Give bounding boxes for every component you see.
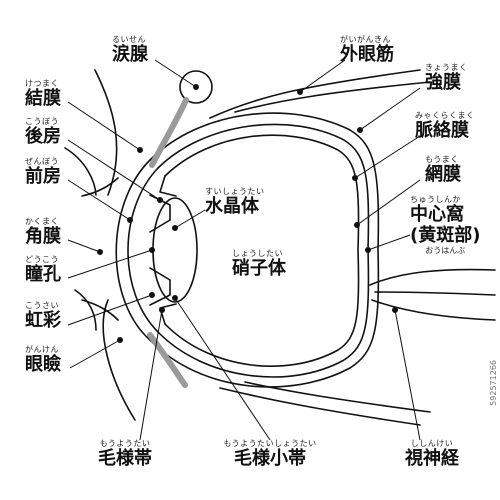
label-choroid: みゃくらくまく 脈絡膜 [415, 111, 475, 141]
cornea-inner [127, 167, 159, 333]
lower-eyelid-outline [102, 299, 136, 421]
optic-nerve-fibers [374, 291, 496, 296]
label-pupil: どうこう 瞳孔 [25, 255, 61, 285]
label-lens: すいしょうたい 水晶体 [205, 187, 265, 217]
upper-eyelid-outline [94, 69, 118, 196]
iris-lower [149, 267, 171, 306]
label-anterior-chamber: ぜんぼう 前房 [25, 157, 61, 187]
eyelid-inner [81, 177, 119, 197]
label-fovea: ちゅうしんか 中心窩 (黄斑部) おうはんぶ [410, 195, 481, 255]
label-ciliary-zonule: もうようたいしょうたい 毛様小帯 [223, 439, 317, 469]
extraocular-muscle-upper-2 [234, 81, 431, 113]
ciliary-body-lower [159, 303, 177, 325]
eyelid-inner-2 [81, 299, 119, 321]
label-retina: もうまく 網膜 [425, 155, 461, 185]
extraocular-muscle-lower-2 [244, 381, 431, 413]
label-cornea: かくまく 角膜 [25, 217, 61, 247]
label-iris: こうさい 虹彩 [25, 301, 61, 331]
label-lacrimal-gland: るいせん 涙腺 [112, 35, 148, 65]
label-extraocular-muscle: がいがんきん 外眼筋 [340, 35, 394, 65]
lacrimal-duct-lower [147, 332, 188, 388]
label-vitreous-body: しょうしたい 硝子体 [232, 249, 286, 279]
optic-nerve-bottom [371, 299, 496, 321]
eyelid-front-lower [74, 289, 97, 331]
label-optic-nerve: ししんけい 視神経 [405, 439, 459, 469]
label-conjunctiva: けつまく 結膜 [25, 79, 61, 109]
leader-lines [67, 59, 421, 441]
extraocular-muscle-upper [209, 69, 421, 119]
cornea-outline [115, 159, 151, 341]
label-ciliary-body: もうようたい 毛様帯 [98, 439, 152, 469]
label-sclera: きょうまく 強膜 [425, 63, 468, 93]
label-posterior-chamber: こうぼう 後房 [25, 117, 61, 147]
stock-image-id: 592571266 [489, 360, 498, 406]
optic-nerve-top [369, 268, 496, 286]
lacrimal-gland [179, 70, 213, 104]
label-eyelid: がんけん 眼瞼 [25, 345, 61, 375]
retina-outline [164, 134, 360, 367]
ciliary-body-upper [159, 175, 177, 197]
lens-outline [152, 197, 198, 303]
lacrimal-duct [149, 97, 189, 168]
